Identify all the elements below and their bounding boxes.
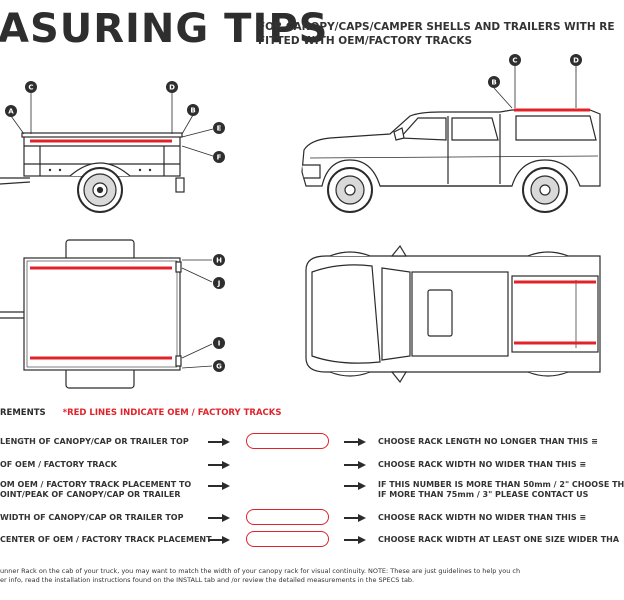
top-width-input-box[interactable] xyxy=(246,509,329,525)
arrow-right-icon xyxy=(208,514,230,522)
trailer-side-view xyxy=(0,132,185,213)
arrow-right-icon xyxy=(344,461,366,469)
row-result: CHOOSE RACK WIDTH NO WIDER THAN THIS ≡ xyxy=(378,513,587,522)
marker-label: B xyxy=(190,107,195,115)
red-lines-note: *RED LINES INDICATE OEM / FACTORY TRACKS xyxy=(62,408,282,418)
marker-label: E xyxy=(217,125,222,133)
truck-side-markers: C D B xyxy=(488,54,582,88)
measurement-row-top-width: WIDTH OF CANOPY/CAP OR TRAILER TOP CHOOS… xyxy=(0,509,600,537)
measurement-row-length: LENGTH OF CANOPY/CAP OR TRAILER TOP CHOO… xyxy=(0,433,600,461)
length-input-box[interactable] xyxy=(246,433,329,449)
marker-label: B xyxy=(491,79,496,87)
arrow-right-icon xyxy=(208,461,230,469)
row-label: CENTER OF OEM / FACTORY TRACK PLACEMENT xyxy=(0,535,212,544)
arrow-right-icon xyxy=(208,438,230,446)
row-label: OF OEM / FACTORY TRACK xyxy=(0,460,117,469)
arrow-right-icon xyxy=(344,438,366,446)
row-label: OM OEM / FACTORY TRACK PLACEMENT TO OINT… xyxy=(0,480,192,499)
arrow-right-icon xyxy=(344,514,366,522)
row-result: CHOOSE RACK WIDTH AT LEAST ONE SIZE WIDE… xyxy=(378,535,620,544)
footnote: unner Rack on the cab of your truck, you… xyxy=(0,567,600,585)
marker-label: C xyxy=(28,84,33,92)
track-center-input-box[interactable] xyxy=(246,531,329,547)
trailer-side-markers: A C D B E F xyxy=(5,81,225,163)
trailer-top-view xyxy=(0,239,182,389)
marker-label: H xyxy=(216,257,222,265)
marker-label: C xyxy=(512,57,517,65)
truck-side-view xyxy=(301,109,601,213)
page-title: ASURING TIPS xyxy=(0,6,329,52)
marker-label: D xyxy=(573,57,579,65)
row-result: IF THIS NUMBER IS MORE THAN 50mm / 2" CH… xyxy=(378,480,624,499)
arrow-right-icon xyxy=(208,482,230,490)
measurement-row-track-center: CENTER OF OEM / FACTORY TRACK PLACEMENT … xyxy=(0,531,619,559)
arrow-right-icon xyxy=(208,536,230,544)
marker-label: J xyxy=(217,280,221,288)
row-result: CHOOSE RACK LENGTH NO LONGER THAN THIS ≡ xyxy=(378,437,598,446)
measurement-row-peak-offset: OM OEM / FACTORY TRACK PLACEMENT TO OINT… xyxy=(0,480,624,506)
subtitle-line-1: FOR CANOPY/CAPS/CAMPER SHELLS AND TRAILE… xyxy=(258,21,615,33)
measurement-row-track-width: OF OEM / FACTORY TRACK CHOOSE RACK WIDTH… xyxy=(0,460,600,484)
row-result: CHOOSE RACK WIDTH NO WIDER THAN THIS ≡ xyxy=(378,460,587,469)
truck-top-view xyxy=(305,244,601,384)
marker-label: D xyxy=(169,84,175,92)
footnote-line-2: er info, read the installation instructi… xyxy=(0,576,415,584)
requirements-title: REMENTS xyxy=(0,408,46,418)
arrow-right-icon xyxy=(344,482,366,490)
subtitle-line-2: FITTED WITH OEM/FACTORY TRACKS xyxy=(258,35,473,47)
arrow-right-icon xyxy=(344,536,366,544)
marker-label: A xyxy=(8,108,14,116)
marker-label: I xyxy=(218,340,221,348)
trailer-top-markers: H J I G xyxy=(213,254,225,372)
footnote-line-1: unner Rack on the cab of your truck, you… xyxy=(0,567,521,575)
row-label: WIDTH OF CANOPY/CAP OR TRAILER TOP xyxy=(0,513,184,522)
row-label: LENGTH OF CANOPY/CAP OR TRAILER TOP xyxy=(0,437,189,446)
marker-label: F xyxy=(217,154,222,162)
measurement-diagrams: A C D B E F H J I xyxy=(0,54,601,389)
page-subtitle: FOR CANOPY/CAPS/CAMPER SHELLS AND TRAILE… xyxy=(258,20,615,48)
marker-label: G xyxy=(216,363,222,371)
requirements-heading: REMENTS *RED LINES INDICATE OEM / FACTOR… xyxy=(0,408,281,418)
